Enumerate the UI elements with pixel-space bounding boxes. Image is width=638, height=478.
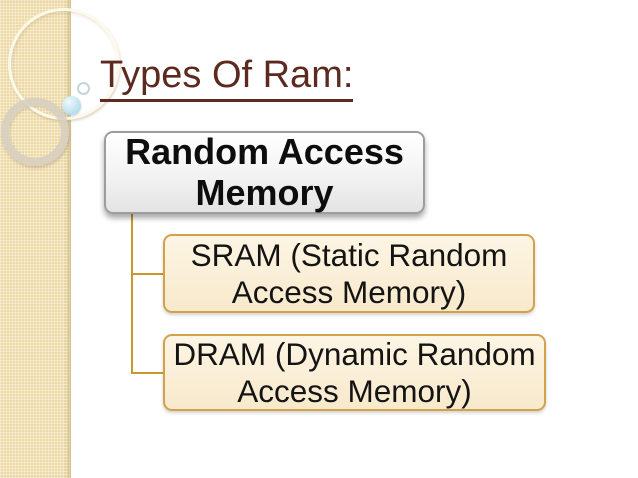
- diagram-node-sram: SRAM (Static Random Access Memory): [163, 234, 535, 313]
- page-title-text: Types Of Ram:: [100, 54, 354, 102]
- decorative-bubble-small-icon: [77, 82, 90, 95]
- connector-branch-sram: [131, 273, 165, 275]
- connector-branch-dram: [131, 372, 165, 374]
- decorative-bubble-large-icon: [62, 96, 81, 115]
- diagram-node-dram-label: DRAM (Dynamic Random Access Memory): [173, 336, 536, 409]
- connector-vertical-line: [131, 214, 133, 374]
- diagram-node-sram-label: SRAM (Static Random Access Memory): [190, 237, 508, 310]
- page-title: Types Of Ram:: [100, 54, 354, 102]
- decorative-sidebar: [0, 0, 120, 478]
- decorative-ring-icon: [1, 98, 69, 166]
- diagram-node-root-label: Random Access Memory: [125, 131, 404, 213]
- diagram-node-root: Random Access Memory: [104, 131, 425, 214]
- diagram-node-dram: DRAM (Dynamic Random Access Memory): [163, 334, 546, 411]
